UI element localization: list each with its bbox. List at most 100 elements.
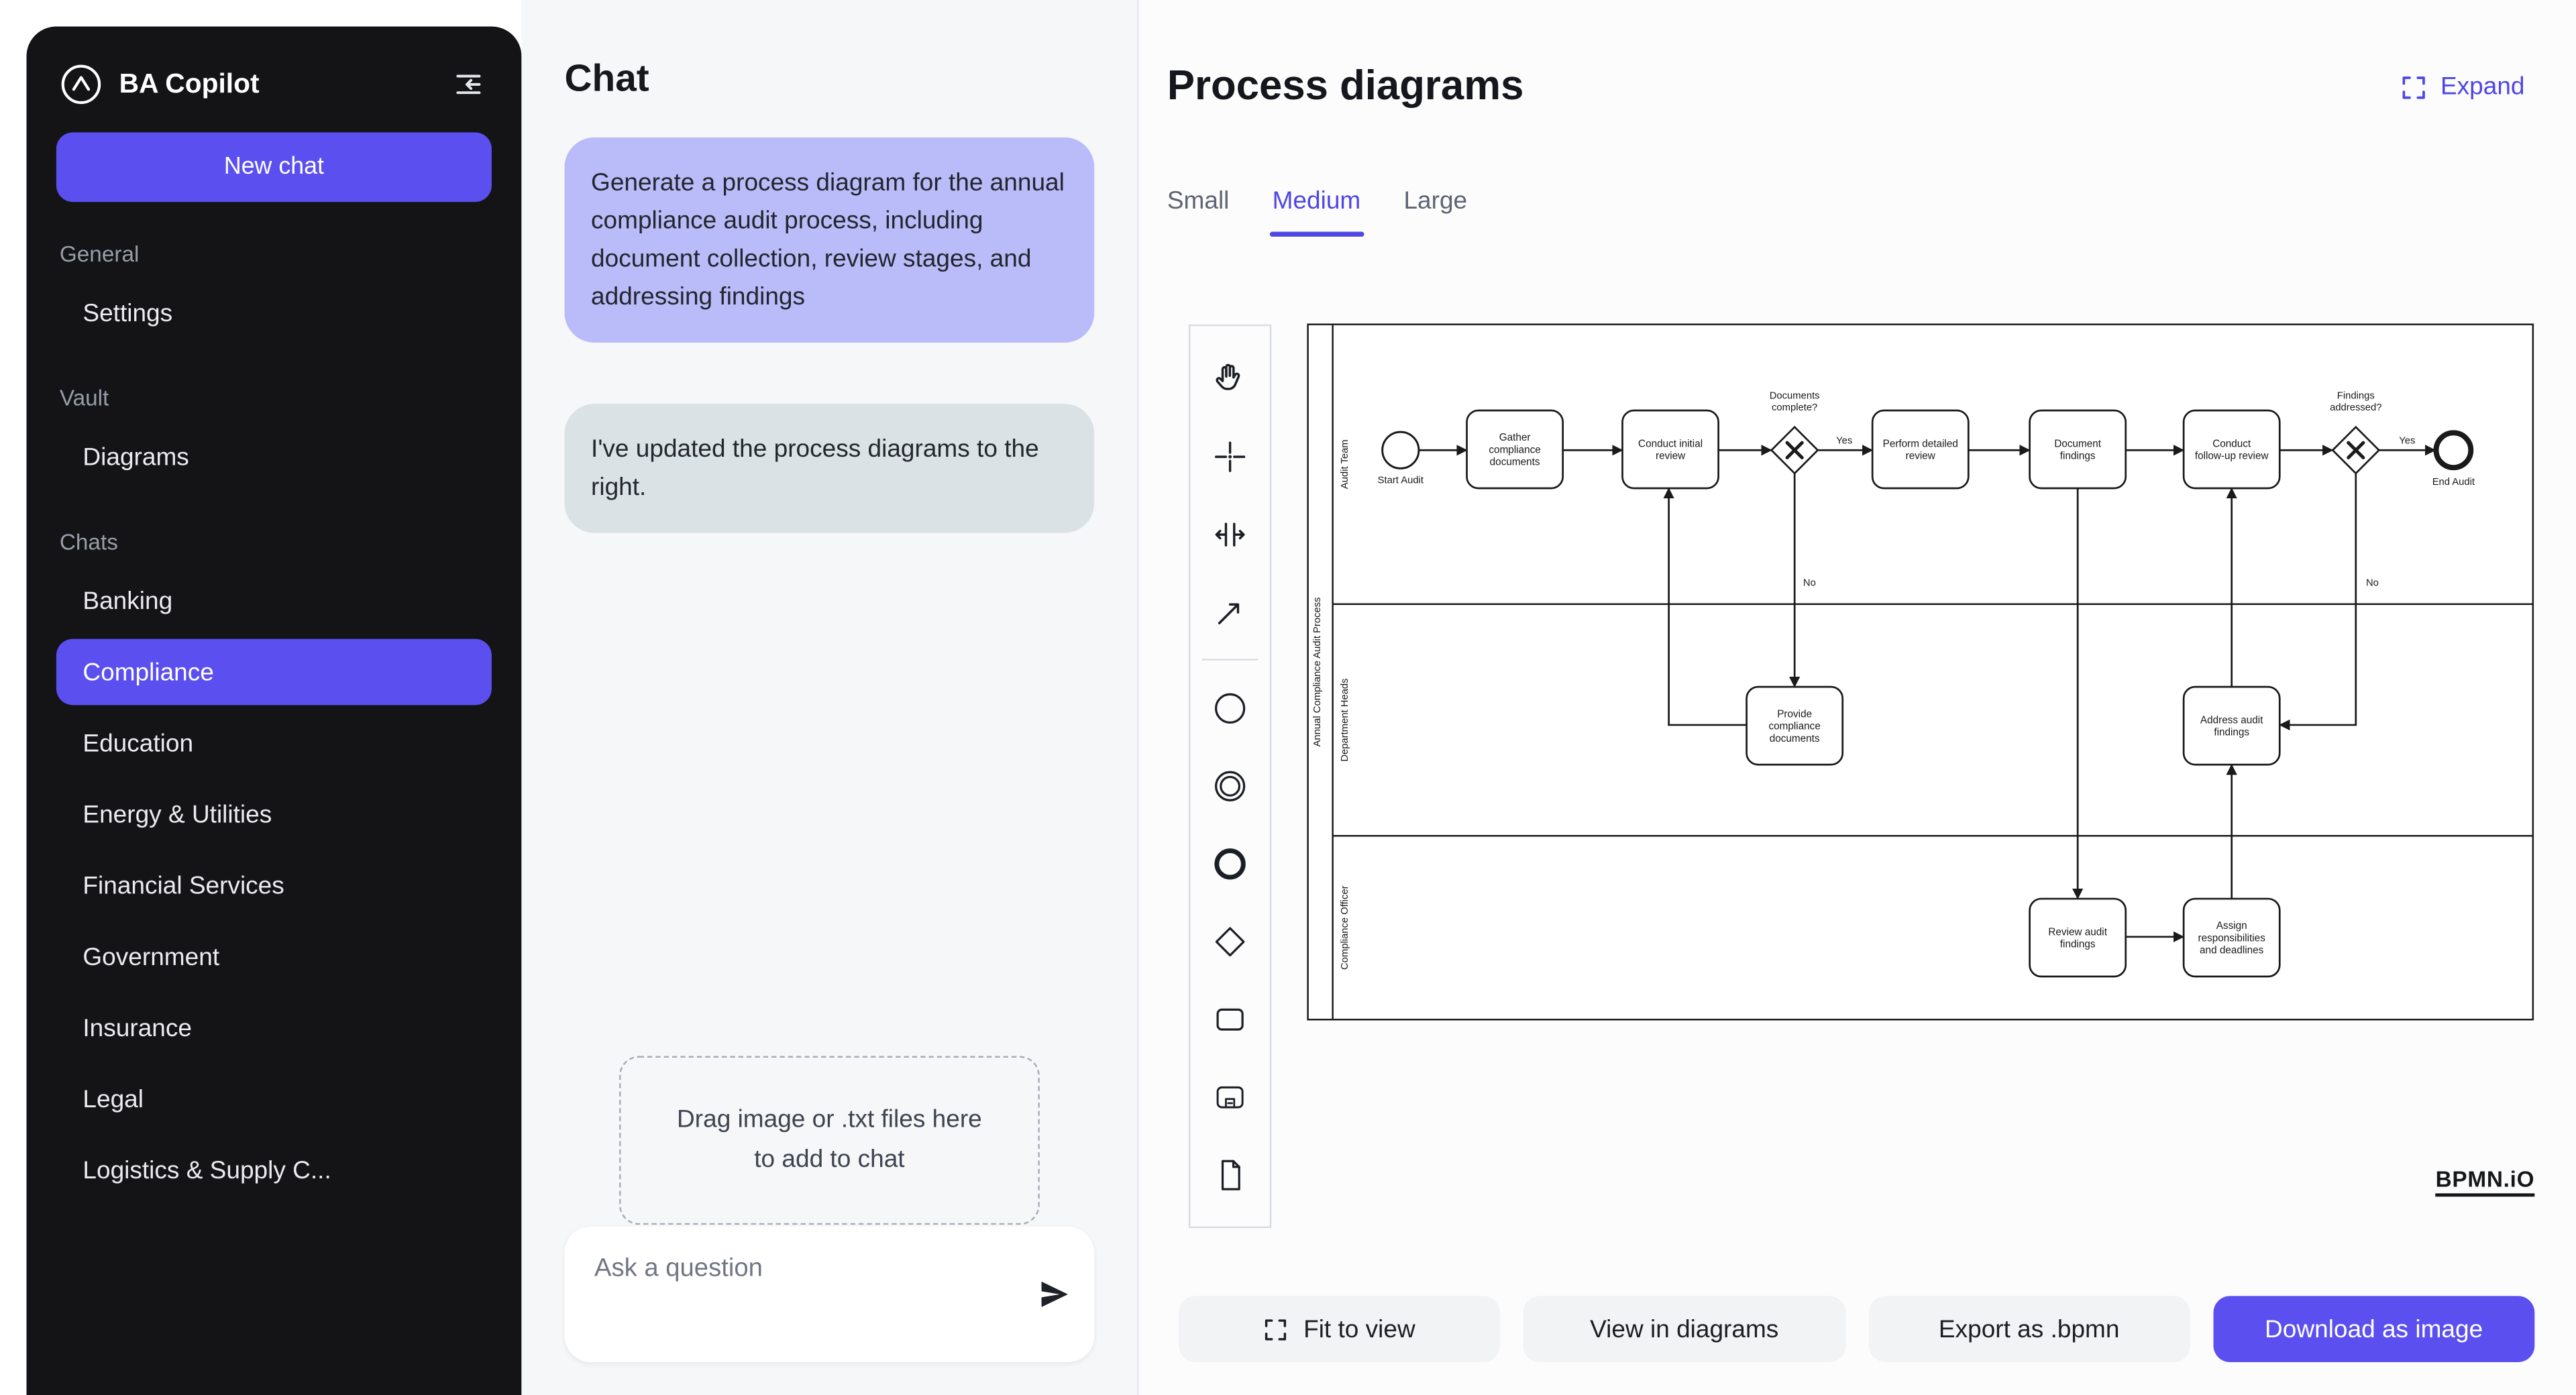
- svg-text:responsibilities: responsibilities: [2198, 932, 2266, 944]
- expand-button[interactable]: Expand: [2391, 71, 2534, 103]
- sidebar-item-insurance[interactable]: Insurance: [83, 1013, 192, 1042]
- tab-large[interactable]: Large: [1403, 186, 1468, 215]
- send-icon: [1041, 1281, 1068, 1307]
- bpmn-edge-3[interactable]: Yes: [1817, 435, 1874, 456]
- svg-text:documents: documents: [1490, 457, 1540, 468]
- app-logo-icon: [60, 63, 103, 106]
- palette-separator: [1201, 659, 1258, 661]
- dropzone-text-line1: Drag image or .txt files here: [677, 1105, 982, 1134]
- sidebar-item-government[interactable]: Government: [83, 942, 220, 971]
- svg-text:Annual Compliance Audit Proces: Annual Compliance Audit Process: [1312, 598, 1323, 747]
- create-gateway-icon[interactable]: [1210, 921, 1250, 960]
- bpmn-io-watermark[interactable]: BPMN.iO: [2435, 1167, 2535, 1197]
- bpmn-node-end[interactable]: End Audit: [2432, 430, 2475, 488]
- expand-icon: [2402, 75, 2426, 99]
- view-in-diagrams-button[interactable]: View in diagrams: [1523, 1296, 1845, 1363]
- chat-input-container: [564, 1226, 1095, 1363]
- tab-medium[interactable]: Medium: [1269, 187, 1365, 237]
- svg-text:Gather: Gather: [1499, 432, 1531, 443]
- svg-text:compliance: compliance: [1489, 444, 1540, 455]
- svg-text:Yes: Yes: [1836, 435, 1852, 446]
- size-tabs: Small Medium Large: [1167, 187, 1467, 237]
- lasso-tool-icon[interactable]: [1210, 436, 1250, 476]
- chat-title: Chat: [564, 56, 649, 100]
- hand-tool-icon[interactable]: [1210, 358, 1250, 398]
- create-data-object-icon[interactable]: [1210, 1154, 1250, 1194]
- sidebar-item-settings[interactable]: Settings: [83, 298, 173, 327]
- svg-text:Start Audit: Start Audit: [1378, 476, 1424, 486]
- svg-text:Documents: Documents: [1770, 390, 1820, 401]
- collapse-sidebar-button[interactable]: [449, 64, 488, 104]
- create-end-event-icon[interactable]: [1210, 843, 1250, 883]
- create-start-event-icon[interactable]: [1210, 687, 1250, 727]
- create-subprocess-icon[interactable]: [1210, 1076, 1250, 1116]
- fit-to-view-button[interactable]: Fit to view: [1179, 1296, 1501, 1363]
- svg-text:review: review: [1656, 451, 1686, 462]
- create-intermediate-event-icon[interactable]: [1210, 765, 1250, 805]
- sidebar-item-logistics[interactable]: Logistics & Supply C...: [83, 1156, 331, 1184]
- download-as-image-button[interactable]: Download as image: [2212, 1296, 2535, 1363]
- svg-text:review: review: [1906, 451, 1936, 462]
- sidebar-item-diagrams[interactable]: Diagrams: [83, 443, 189, 471]
- dropzone-text-line2: to add to chat: [754, 1145, 905, 1174]
- create-task-icon[interactable]: [1210, 999, 1250, 1038]
- svg-text:addressed?: addressed?: [2330, 402, 2381, 413]
- space-tool-icon[interactable]: [1210, 514, 1250, 553]
- page-title: Process diagrams: [1167, 62, 1524, 109]
- sidebar-item-financial-services[interactable]: Financial Services: [83, 871, 284, 900]
- sidebar-section-general: General: [59, 241, 140, 267]
- sidebar-item-compliance[interactable]: Compliance: [56, 638, 492, 706]
- chat-panel: Chat Generate a process diagram for the …: [521, 0, 1139, 1395]
- svg-text:Findings: Findings: [2337, 390, 2375, 401]
- svg-text:findings: findings: [2060, 451, 2096, 462]
- bpmn-edge-7[interactable]: Yes: [2379, 435, 2436, 456]
- global-connect-tool-icon[interactable]: [1210, 592, 1250, 631]
- svg-text:findings: findings: [2060, 939, 2096, 950]
- assistant-message-bubble: I've updated the process diagrams to the…: [564, 404, 1095, 533]
- send-button[interactable]: [1036, 1276, 1073, 1313]
- tab-small[interactable]: Small: [1167, 186, 1230, 215]
- sidebar: BA Copilot New chat General Settings Vau…: [26, 26, 522, 1395]
- file-dropzone[interactable]: Drag image or .txt files here to add to …: [619, 1056, 1040, 1225]
- new-chat-button[interactable]: New chat: [56, 132, 492, 203]
- ask-question-input[interactable]: [591, 1253, 1018, 1286]
- fit-to-view-icon: [1265, 1319, 1287, 1340]
- svg-text:compliance: compliance: [1768, 721, 1820, 732]
- svg-text:findings: findings: [2214, 727, 2249, 738]
- bpmn-node-start[interactable]: Start Audit: [1378, 431, 1424, 486]
- sidebar-item-legal[interactable]: Legal: [83, 1084, 144, 1113]
- sidebar-section-chats: Chats: [59, 529, 118, 555]
- sidebar-item-education[interactable]: Education: [83, 729, 194, 758]
- bpmn-palette: [1188, 324, 1272, 1229]
- export-bpmn-button[interactable]: Export as .bpmn: [1868, 1296, 2190, 1363]
- svg-text:No: No: [1803, 578, 1816, 589]
- svg-text:Assign: Assign: [2216, 920, 2247, 932]
- process-diagrams-panel: Process diagrams Expand Small Medium Lar…: [1138, 0, 2576, 1395]
- sidebar-item-banking[interactable]: Banking: [83, 586, 173, 615]
- chat-spacer: [565, 533, 1095, 1056]
- svg-text:Yes: Yes: [2399, 435, 2415, 446]
- sidebar-item-energy-utilities[interactable]: Energy & Utilities: [83, 800, 272, 829]
- sidebar-section-vault: Vault: [59, 386, 109, 411]
- svg-text:Conduct: Conduct: [2212, 438, 2251, 449]
- svg-text:Department Heads: Department Heads: [1340, 678, 1350, 761]
- bpmn-edge-8[interactable]: No: [1789, 473, 1816, 688]
- app-name: BA Copilot: [119, 68, 260, 99]
- bpmn-edge-14[interactable]: No: [2279, 473, 2379, 731]
- svg-text:and deadlines: and deadlines: [2200, 945, 2264, 956]
- bpmn-edge-9[interactable]: [1663, 487, 1747, 726]
- svg-text:Provide: Provide: [1777, 708, 1812, 720]
